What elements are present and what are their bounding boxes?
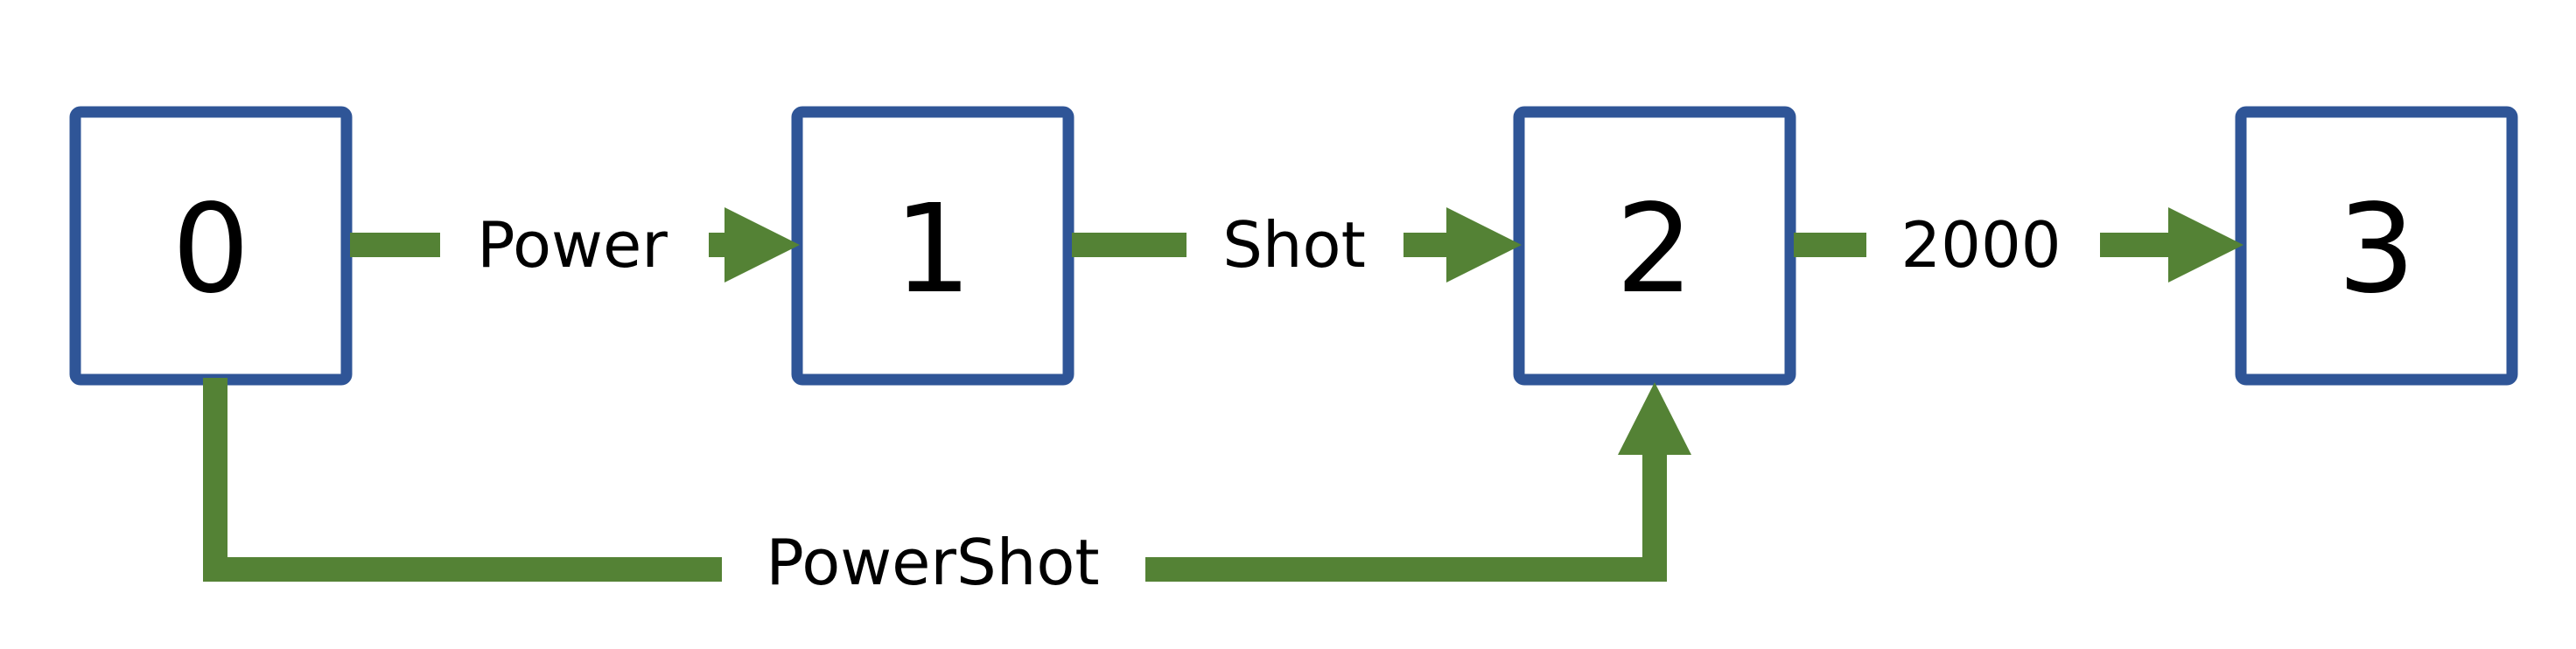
node-2: 2 [1513, 106, 1796, 386]
edge-1-to-2: Shot [1072, 207, 1522, 283]
edge-0-1-arrow-head [724, 207, 800, 283]
edge-0-2-line-left [203, 378, 722, 582]
node-1: 1 [791, 106, 1074, 386]
edge-0-to-1: Power [350, 207, 800, 283]
edge-0-to-2: PowerShot [203, 378, 1691, 599]
edge-0-2-arrow-head [1618, 382, 1691, 455]
node-1-label: 1 [893, 178, 971, 321]
edge-0-2-label: PowerShot [766, 526, 1099, 599]
edge-0-1-label: Power [477, 208, 668, 282]
edge-2-3-arrow-head [2168, 207, 2244, 283]
edge-2-3-label: 2000 [1900, 208, 2061, 282]
node-0-label: 0 [172, 178, 249, 321]
node-2-label: 2 [1615, 178, 1693, 321]
edge-1-2-arrow-head [1446, 207, 1522, 283]
node-0: 0 [69, 106, 353, 386]
node-3-label: 3 [2337, 178, 2415, 321]
edge-1-2-label: Shot [1222, 208, 1366, 282]
node-3: 3 [2235, 106, 2518, 386]
edge-2-to-3: 2000 [1794, 207, 2244, 283]
edge-0-2-line-right [1145, 446, 1667, 582]
